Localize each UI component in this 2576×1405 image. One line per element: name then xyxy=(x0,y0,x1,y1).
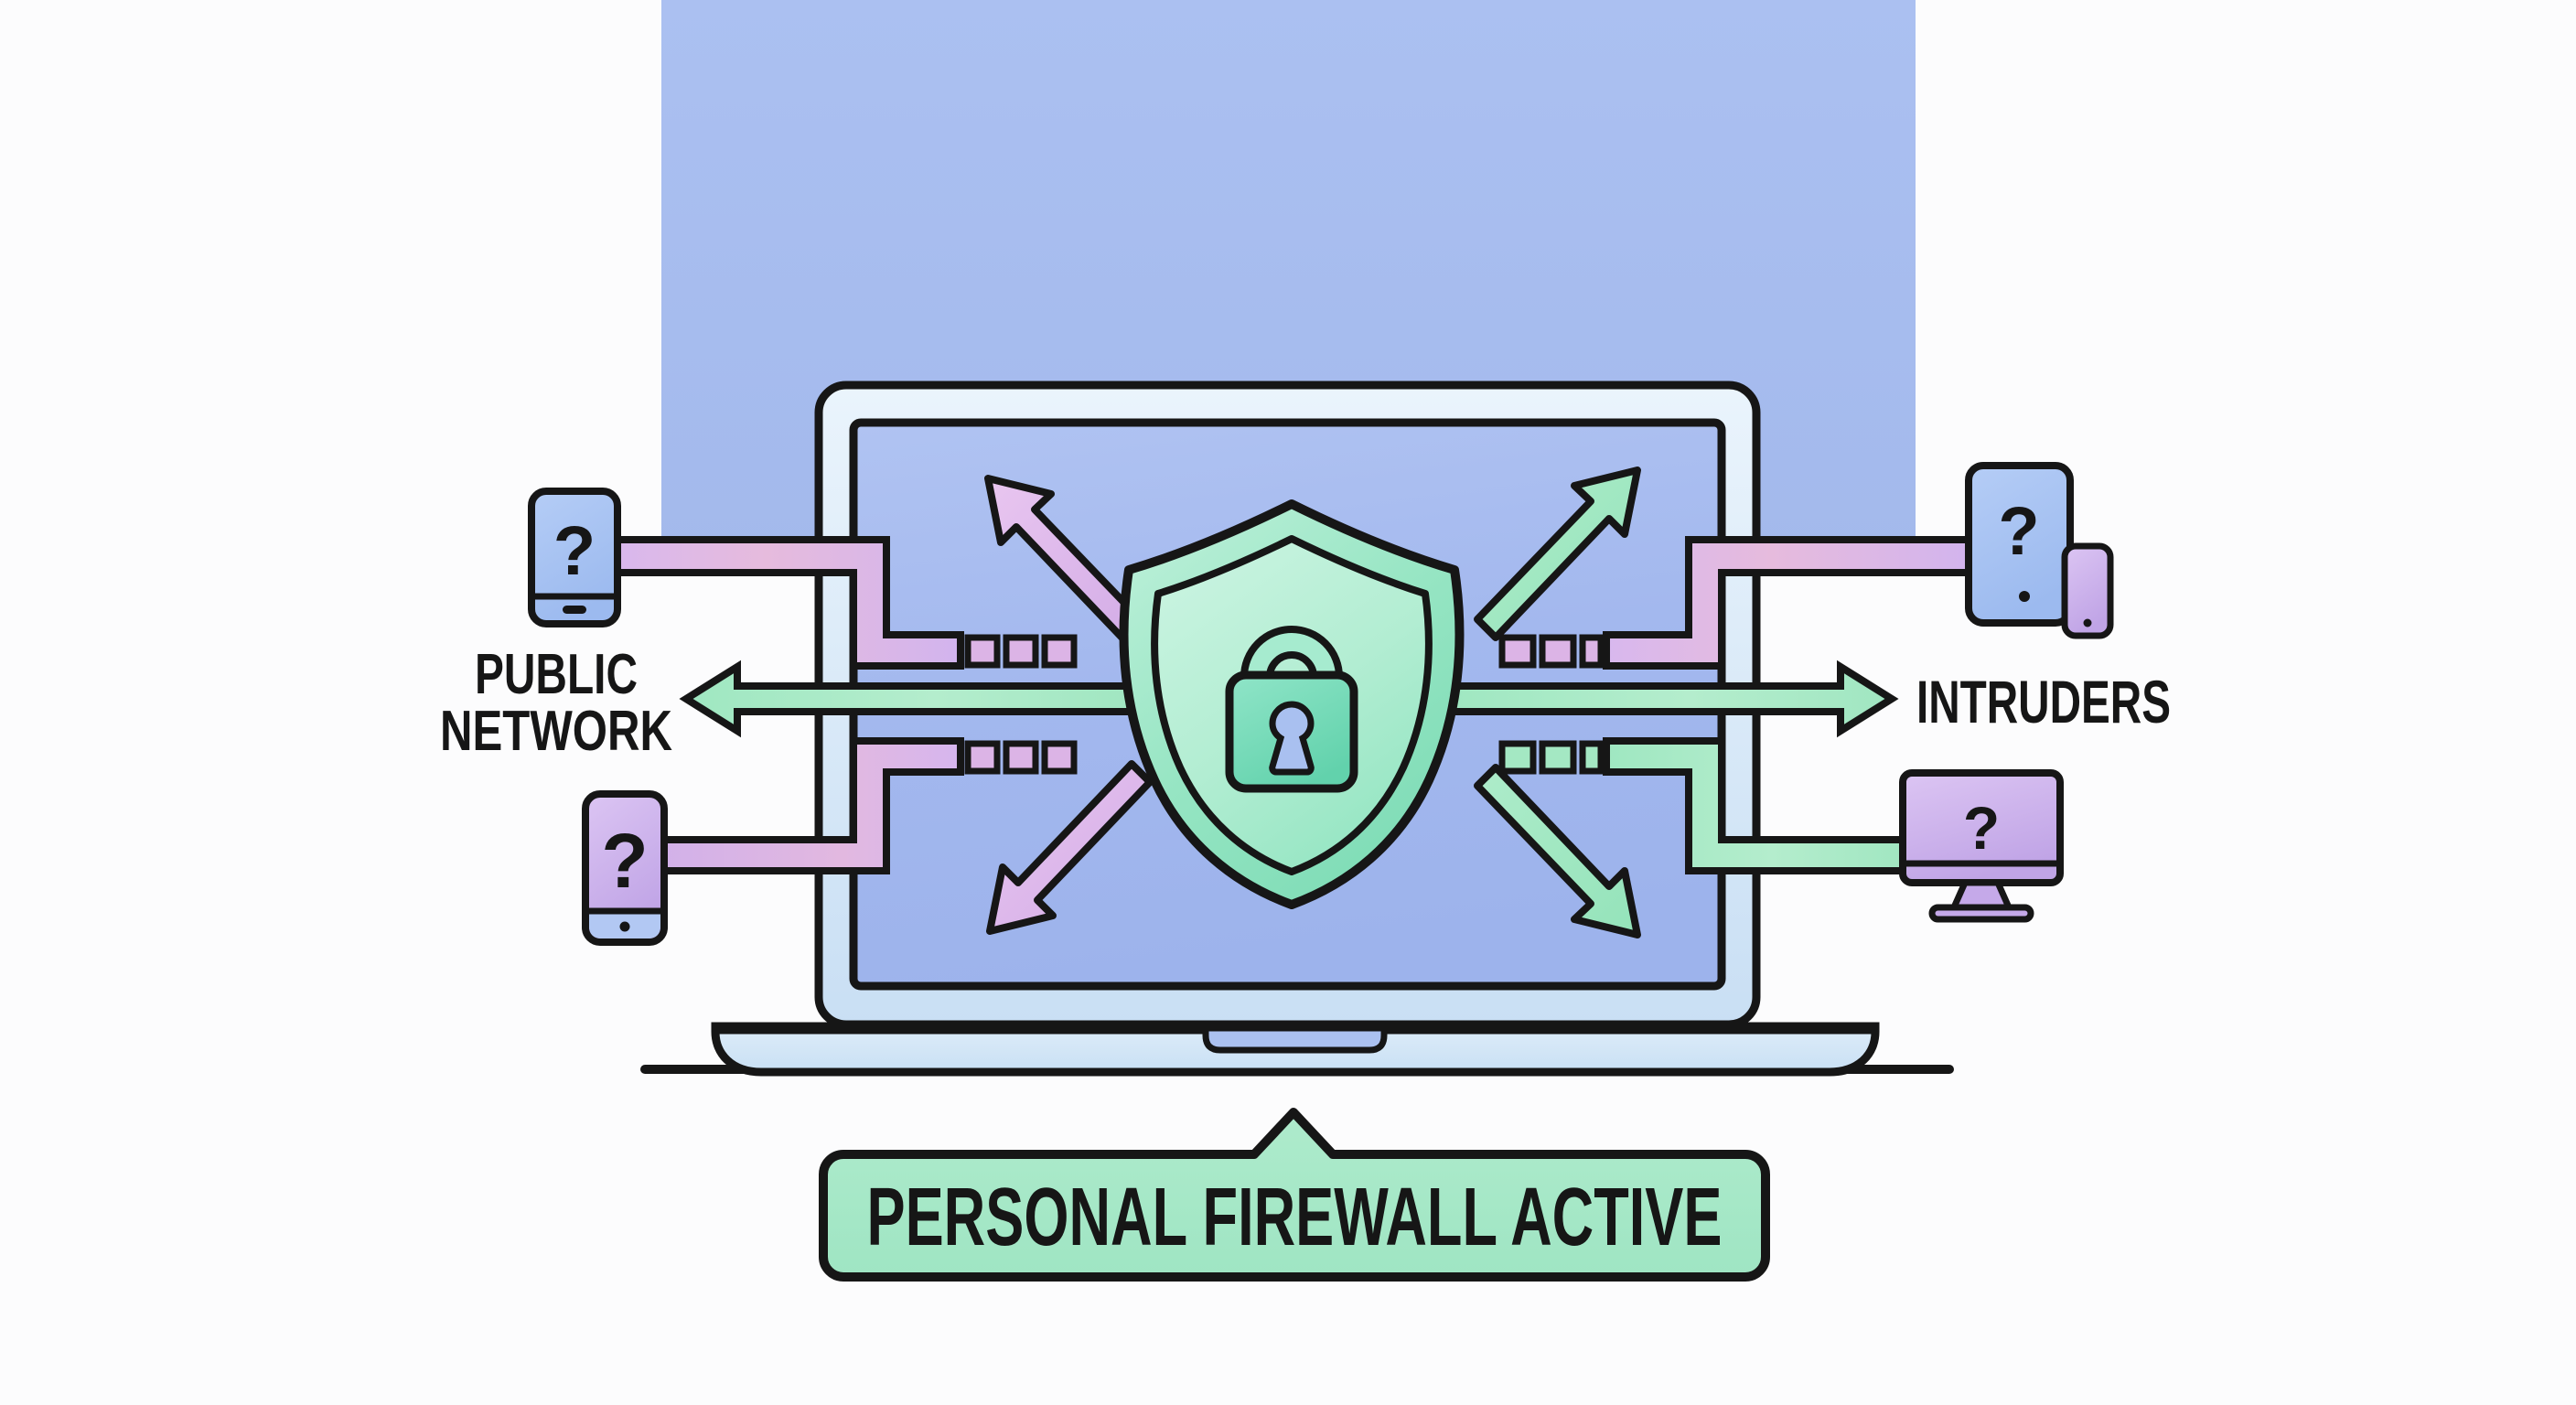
monitor-stand xyxy=(1948,879,2014,911)
blocked-pipes xyxy=(604,536,1977,874)
keyhole xyxy=(1269,701,1315,776)
arrow-down-right-icon xyxy=(1474,764,1641,938)
packet-dash xyxy=(1041,634,1078,669)
packet-dash xyxy=(964,634,1001,669)
shield-icon xyxy=(1119,499,1465,909)
public-network-label: PUBLIC NETWORK xyxy=(440,643,672,763)
public-network-label-line1: PUBLIC xyxy=(475,643,638,706)
unknown-phone-top-left: ? xyxy=(528,488,621,627)
blocked-pipe-top-left xyxy=(604,536,964,670)
laptop-base-notch xyxy=(1202,1024,1388,1054)
home-dot xyxy=(2019,591,2030,602)
packet-dash xyxy=(1579,634,1605,669)
banner-label: PERSONAL FIREWALL ACTIVE xyxy=(867,1172,1723,1263)
blocked-pipe-bottom-left xyxy=(660,737,964,874)
question-mark: ? xyxy=(1998,493,2039,569)
unknown-tablet-right: ? xyxy=(1965,462,2074,627)
packet-dash-row-top-right xyxy=(1498,634,1605,669)
public-network-label-line2: NETWORK xyxy=(440,700,672,763)
packet-dash-row-bottom-left xyxy=(964,740,1078,775)
packet-dash xyxy=(1539,634,1577,669)
deflected-arrows xyxy=(984,467,1641,938)
question-mark: ? xyxy=(1963,794,2000,862)
monitor-base xyxy=(1928,904,2034,923)
unknown-monitor-right: ? xyxy=(1899,769,2064,923)
intruders-label: INTRUDERS xyxy=(1916,668,2171,735)
unknown-phone-bottom-left: ? xyxy=(582,790,668,946)
packet-dash xyxy=(1041,740,1078,775)
packet-dash xyxy=(1498,740,1537,775)
home-dot xyxy=(619,921,630,932)
packet-dash xyxy=(1539,740,1577,775)
laptop-base xyxy=(711,1022,1880,1077)
packet-dash xyxy=(1498,634,1537,669)
packet-dash xyxy=(964,740,1001,775)
packet-dash xyxy=(1003,740,1039,775)
unknown-phone-small-right xyxy=(2061,542,2114,639)
firewall-status-banner: PERSONAL FIREWALL ACTIVE xyxy=(819,1108,1770,1282)
packet-dash xyxy=(1003,634,1039,669)
banner-shape xyxy=(819,1108,1770,1282)
padlock-icon xyxy=(1225,626,1358,793)
packet-dashes xyxy=(964,634,1605,775)
packet-dash xyxy=(1579,740,1605,775)
arrow-down-left-icon xyxy=(986,760,1154,935)
question-mark: ? xyxy=(553,512,596,590)
question-mark: ? xyxy=(601,818,648,904)
home-dash xyxy=(563,606,586,614)
arrow-up-right-icon xyxy=(1474,467,1641,641)
home-dot xyxy=(2083,618,2092,627)
packet-dash-row-top-left xyxy=(964,634,1078,669)
packet-dash-row-bottom-right xyxy=(1498,740,1605,775)
